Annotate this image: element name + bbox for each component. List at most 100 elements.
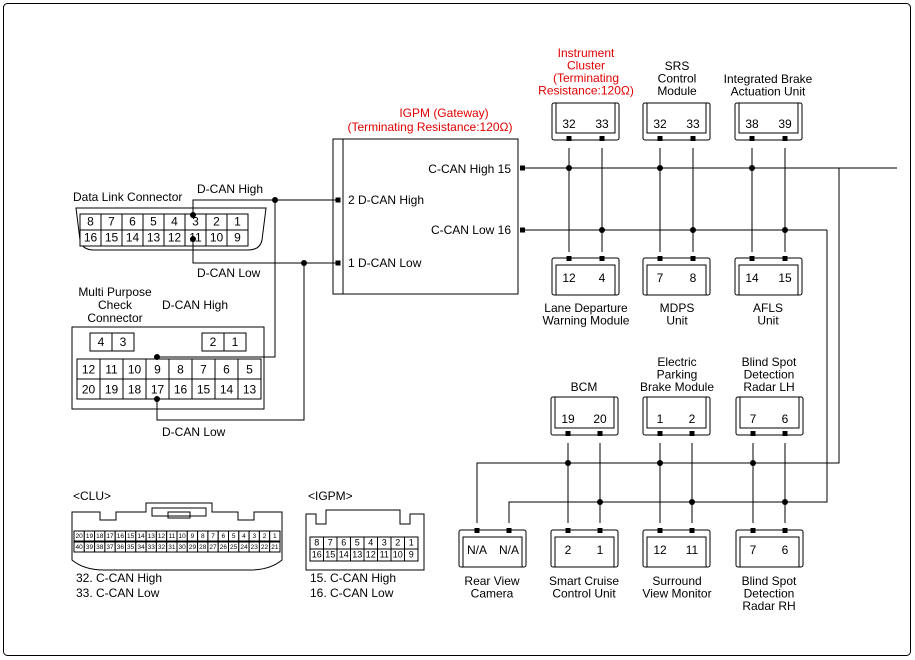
module-terminal (750, 528, 756, 533)
dlc-top-pin-label: 1 (234, 215, 241, 229)
dlc-pin11-dot (190, 236, 196, 242)
dcan-high-label-mpcc: D-CAN High (162, 298, 228, 312)
igpm-title-line1: IGPM (Gateway) (399, 106, 488, 120)
module-title-line: Unit (666, 314, 688, 328)
module-inner-box (739, 396, 800, 429)
module-inner-box (738, 102, 799, 134)
module-inner-box (738, 264, 799, 296)
mpcc-row-b-pin-label: 9 (154, 362, 161, 376)
igpm-conn-bottom-pin-label: 10 (393, 550, 403, 560)
clu-bottom-pin-label: 38 (96, 544, 104, 551)
clu-bottom-pin-label: 26 (220, 544, 228, 551)
mpcc-row-b-pin-label: 5 (246, 362, 253, 376)
module-pin-label: 14 (745, 271, 759, 285)
module-pin-label: 12 (562, 271, 576, 285)
splice-high-753 (750, 460, 756, 466)
clu-top-pin-label: 4 (242, 533, 246, 540)
igpm-conn-bottom-pin-label: 15 (325, 550, 335, 560)
module-pin-label: 8 (690, 271, 697, 285)
module-terminal (657, 528, 663, 533)
splice-high-660b (657, 460, 663, 466)
module-pin-label: 11 (686, 543, 699, 557)
module-terminal (689, 431, 695, 436)
dlc-title: Data Link Connector (73, 190, 182, 204)
module-pin-label: 20 (593, 412, 607, 426)
module-terminal (690, 136, 696, 141)
dcan-low-splice (301, 260, 307, 266)
igpm-conn-bottom-pin-label: 12 (366, 550, 376, 560)
module-terminal (566, 136, 572, 141)
module-pin-label: 2 (689, 412, 696, 426)
mpcc-row-a-left-pin-label: 4 (98, 335, 105, 349)
clu-top-pin-label: 15 (127, 533, 135, 540)
mpcc-row-b-pin-label: 8 (177, 362, 184, 376)
module-title-line: Radar RH (742, 599, 795, 613)
module-pin-label: 7 (750, 412, 757, 426)
clu-bottom-pin-label: 22 (261, 544, 269, 551)
module-pin-label: N/A (499, 543, 519, 557)
mpcc-row-b-pin-label: 7 (200, 362, 207, 376)
module-terminal (657, 256, 663, 261)
module-pin-label: 6 (782, 543, 789, 557)
module-terminal (750, 431, 756, 436)
dlc-top-pin-label: 2 (213, 215, 220, 229)
data-link-connector: Data Link Connector 87654321161514131211… (73, 190, 267, 251)
clu-bottom-pin-label: 37 (106, 544, 114, 551)
module-terminal (782, 431, 788, 436)
clu-latch (151, 507, 207, 517)
igpm-terminal-15 (520, 165, 525, 171)
module-terminal (599, 256, 605, 261)
module-title-line: Surround (652, 574, 701, 588)
splice-high-569 (566, 165, 572, 171)
clu-top-pin-label: 1 (273, 533, 277, 540)
module-inner-box (554, 536, 615, 568)
mpcc-row-c-pin-label: 18 (128, 382, 142, 396)
module-pin-label: 7 (750, 543, 757, 557)
mpcc-title-line3: Connector (87, 311, 142, 325)
module-title-line: MDPS (660, 301, 695, 315)
clu-bottom-pin-label: 25 (230, 544, 238, 551)
module-pin-label: 38 (745, 117, 759, 131)
igpm-conn-top-pin-label: 8 (314, 538, 319, 548)
module-title-line: Integrated Brake (724, 72, 813, 86)
igpm-conn-bottom-pin-label: 14 (339, 550, 349, 560)
module-title-line: Parking (657, 368, 698, 382)
module-title-line: Detection (744, 587, 795, 601)
clu-top-pin-label: 2 (263, 533, 267, 540)
module-pin-label: 32 (562, 117, 576, 131)
module-terminal (506, 528, 512, 533)
igpm-pin-ccan-high: C-CAN High 15 (428, 162, 511, 176)
dlc-bottom-pin-label: 13 (147, 231, 161, 245)
clu-top-pin-label: 16 (117, 533, 125, 540)
mpcc-row-b-pin-label: 6 (223, 362, 230, 376)
dlc-top-pin-label: 3 (192, 215, 199, 229)
igpm-pin-dcan-low: 1 D-CAN Low (348, 256, 422, 270)
mpcc-row-a-right-pin-label: 1 (232, 335, 239, 349)
clu-top-pin-label: 20 (76, 533, 84, 540)
clu-bottom-pin-label: 34 (137, 544, 145, 551)
dcan-low-label-mpcc: D-CAN Low (162, 425, 226, 439)
mpcc-title-line2: Check (98, 298, 133, 312)
module-pin-label: 1 (657, 412, 664, 426)
clu-bottom-pin-label: 33 (148, 544, 156, 551)
igpm-connector-pin-16: 16. C-CAN Low (310, 586, 394, 600)
igpm-inner-box (342, 138, 519, 295)
splice-high-568 (565, 460, 571, 466)
igpm-conn-top-pin-label: 5 (355, 538, 360, 548)
igpm-conn-top-pin-label: 2 (395, 538, 400, 548)
clu-bottom-pin-label: 31 (168, 544, 176, 551)
module-inner-box (739, 536, 800, 568)
module-title-line: View Monitor (642, 587, 711, 601)
clu-pin-32: 32. C-CAN High (76, 571, 162, 585)
dlc-top-pin-label: 7 (108, 215, 115, 229)
module-title-line: Warning Module (543, 314, 630, 328)
